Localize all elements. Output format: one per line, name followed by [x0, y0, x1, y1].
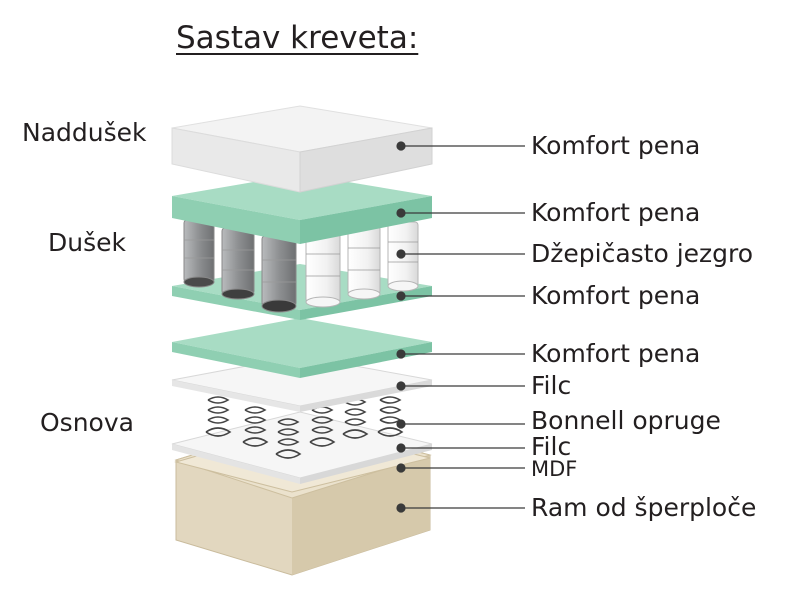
callout-base-comfort-foam: Komfort pena — [531, 339, 701, 368]
lower-felt — [171, 411, 433, 484]
base-comfort-foam — [172, 318, 432, 378]
callout-mdf: MDF — [531, 457, 578, 481]
group-label-topper: Naddušek — [22, 118, 147, 147]
callout-mattress-top-foam: Komfort pena — [531, 198, 701, 227]
callout-topper-comfort-foam: Komfort pena — [531, 131, 701, 160]
callout-plywood-frame: Ram od šperploče — [531, 493, 757, 522]
callout-pocket-spring-core: Džepičasto jezgro — [531, 239, 754, 268]
mattress-top-foam — [172, 174, 432, 244]
topper-foam — [171, 105, 433, 193]
callout-lines — [396, 141, 525, 513]
group-label-base: Osnova — [40, 408, 134, 437]
callout-bonnell-springs: Bonnell opruge — [531, 406, 721, 435]
callout-mattress-bottom-foam: Komfort pena — [531, 281, 701, 310]
callout-lower-felt: Filc — [531, 432, 572, 461]
callout-upper-felt: Filc — [531, 371, 572, 400]
group-label-mattress: Dušek — [48, 228, 126, 257]
page-title: Sastav kreveta: — [176, 20, 419, 56]
